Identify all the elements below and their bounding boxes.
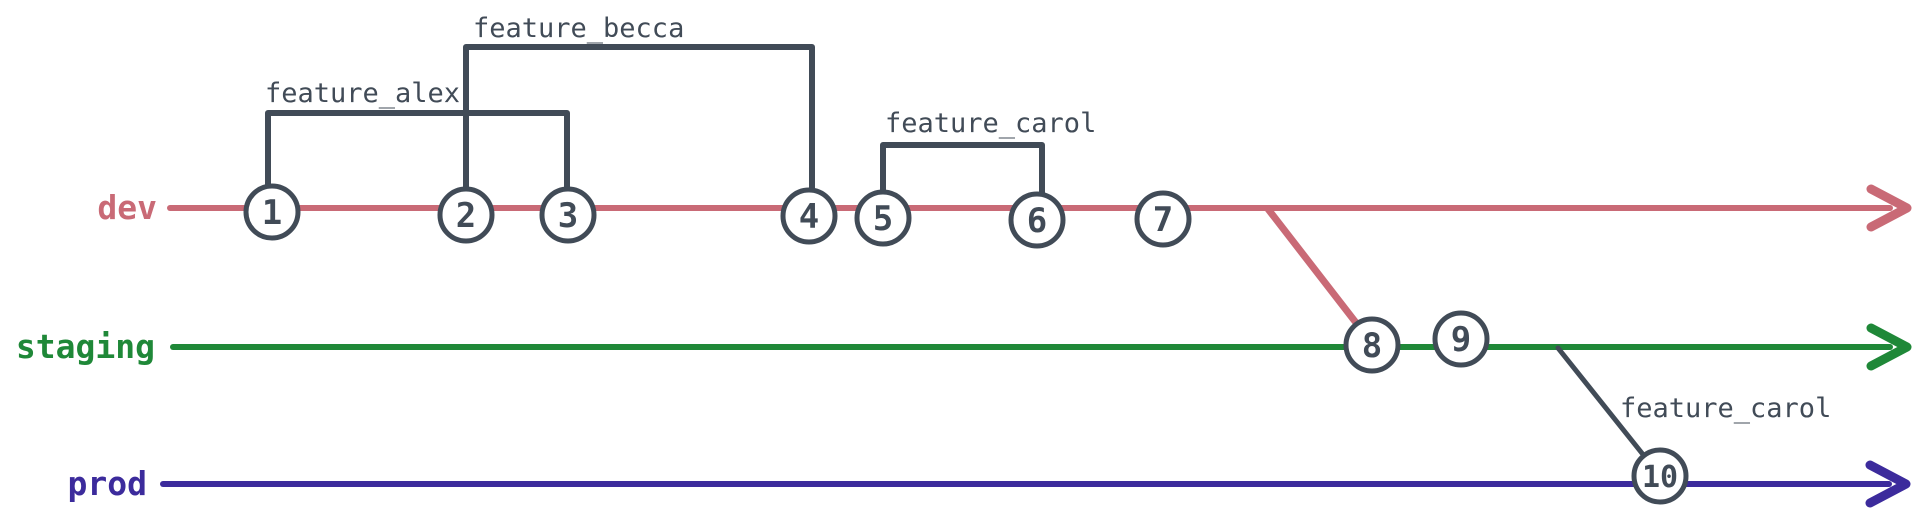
feature-label-becca: feature_becca <box>473 13 684 44</box>
commit-label: 10 <box>1642 460 1678 495</box>
commit-circle <box>1343 316 1401 374</box>
commit-label: 5 <box>873 199 893 239</box>
staging-arrow-right-icon <box>1866 323 1912 371</box>
commit-node-4: 4 <box>780 187 838 245</box>
feature-becca-bracket <box>463 44 815 195</box>
commit-circle <box>243 183 301 241</box>
commit-label: 4 <box>799 197 819 237</box>
commit-circle <box>437 186 495 244</box>
commit-circle <box>1008 191 1066 249</box>
commit-node-10: 10 <box>1631 447 1689 505</box>
commit-node-9: 9 <box>1432 310 1490 368</box>
feature-label-carol-top: feature_carol <box>885 108 1096 139</box>
feature-label-alex: feature_alex <box>265 78 460 109</box>
dev-arrow-right-icon <box>1866 184 1912 232</box>
commit-label: 7 <box>1153 200 1173 240</box>
feature-label-carol-bottom: feature_carol <box>1620 393 1831 424</box>
commit-node-1: 1 <box>243 183 301 241</box>
commit-node-5: 5 <box>854 189 912 247</box>
commit-label: 6 <box>1027 201 1047 241</box>
commit-label: 3 <box>558 196 578 236</box>
prod-arrow-right-icon <box>1865 460 1911 508</box>
commit-circle <box>780 187 838 245</box>
merge-diagonal-dev-to-staging <box>1264 205 1361 328</box>
commit-label: 1 <box>262 193 282 233</box>
branch-label-dev: dev <box>97 188 157 227</box>
commit-node-6: 6 <box>1008 191 1066 249</box>
feature-carol-bracket <box>880 142 1045 199</box>
branch-label-staging: staging <box>16 327 155 366</box>
commit-node-3: 3 <box>539 186 597 244</box>
branch-label-prod: prod <box>68 464 147 503</box>
branch-line-prod <box>160 460 1911 508</box>
commit-node-2: 2 <box>437 186 495 244</box>
commit-label: 2 <box>456 196 476 236</box>
commit-node-7: 7 <box>1134 190 1192 248</box>
commit-circle <box>1432 310 1490 368</box>
commit-circle <box>854 189 912 247</box>
commit-circle <box>539 186 597 244</box>
branch-diagonal-staging-to-prod <box>1555 345 1648 460</box>
commit-label: 8 <box>1362 326 1382 366</box>
commit-label: 9 <box>1451 320 1471 360</box>
commit-circle <box>1631 447 1689 505</box>
feature-alex-bracket <box>265 110 570 194</box>
commit-node-8: 8 <box>1343 316 1401 374</box>
branch-line-staging <box>170 323 1912 371</box>
commit-circle <box>1134 190 1192 248</box>
